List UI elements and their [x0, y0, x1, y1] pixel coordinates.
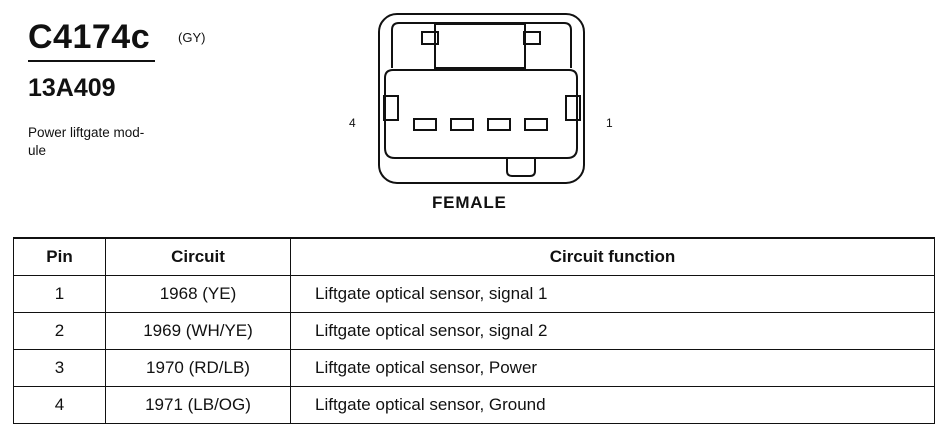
header-circuit: Circuit [105, 237, 291, 276]
header-circuit-function: Circuit function [290, 237, 935, 276]
pin-label-left: 4 [349, 116, 356, 130]
pin-cell: 2 [13, 312, 106, 350]
description-line: ule [28, 143, 47, 158]
connector-id-underline [28, 60, 155, 62]
circuit-cell: 1969 (WH/YE) [105, 312, 291, 350]
pin-cell: 4 [13, 386, 106, 424]
terminal-cavity-pin-3 [450, 118, 474, 131]
connector-latch-housing [391, 22, 572, 68]
part-number: 13A409 [28, 74, 116, 102]
pin-cell: 1 [13, 275, 106, 313]
description-line: Power liftgate mod- [28, 125, 145, 140]
connector-view-label: FEMALE [432, 193, 507, 212]
circuit-cell: 1971 (LB/OG) [105, 386, 291, 424]
circuit-cell: 1970 (RD/LB) [105, 349, 291, 387]
connector-id: C4174c [28, 18, 151, 56]
connector-inner-body [384, 69, 578, 159]
bottom-locator-tab [506, 158, 536, 177]
pin-cell: 3 [13, 349, 106, 387]
circuit-function-cell: Liftgate optical sensor, signal 1 [290, 275, 935, 313]
pinout-table: Pin Circuit Circuit function 1 1968 (YE)… [13, 237, 935, 424]
latch-tab-left [421, 31, 439, 45]
connector-description: Power liftgate mod- ule [28, 124, 198, 160]
circuit-function-cell: Liftgate optical sensor, Power [290, 349, 935, 387]
pin-label-right: 1 [606, 116, 613, 130]
circuit-cell: 1968 (YE) [105, 275, 291, 313]
terminal-cavity-pin-2 [487, 118, 511, 131]
circuit-function-cell: Liftgate optical sensor, Ground [290, 386, 935, 424]
table-header-row: Pin Circuit Circuit function [13, 237, 935, 276]
connector-latch [434, 23, 526, 69]
table-row: 1 1968 (YE) Liftgate optical sensor, sig… [13, 275, 935, 313]
terminal-cavity-pin-4 [413, 118, 437, 131]
latch-tab-right [523, 31, 541, 45]
table-row: 2 1969 (WH/YE) Liftgate optical sensor, … [13, 312, 935, 350]
polarization-key-left [383, 95, 399, 121]
polarization-key-right [565, 95, 581, 121]
table-row: 3 1970 (RD/LB) Liftgate optical sensor, … [13, 349, 935, 387]
header-pin: Pin [13, 237, 106, 276]
circuit-function-cell: Liftgate optical sensor, signal 2 [290, 312, 935, 350]
table-row: 4 1971 (LB/OG) Liftgate optical sensor, … [13, 386, 935, 424]
connector-outer-shell [378, 13, 585, 184]
connector-face-diagram [378, 13, 585, 184]
connector-color: (GY) [178, 30, 206, 45]
terminal-cavity-pin-1 [524, 118, 548, 131]
